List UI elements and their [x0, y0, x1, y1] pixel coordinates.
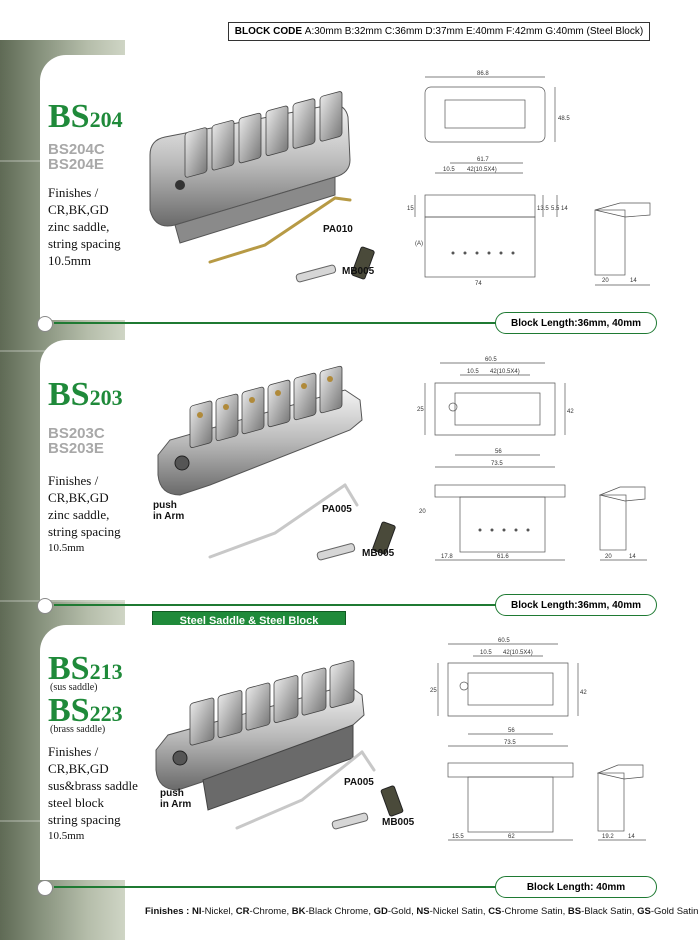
divider-line-1: [54, 322, 496, 324]
binder-hole-2: [37, 598, 53, 614]
block-length-pill-1: Block Length:36mm, 40mm: [495, 312, 657, 334]
dim-side-a: 15: [407, 206, 414, 212]
dim-height: 48.5: [558, 116, 570, 122]
tech-drawing-bs204: 86.8 48.5 61.7 10.5 42(10.5X4) 15 13.5 5…: [407, 71, 651, 287]
description-bs203: Finishes / CR,BK,GD zinc saddle, string …: [48, 473, 121, 554]
description-bs213: Finishes / CR,BK,GD sus&brass saddle ste…: [48, 744, 138, 842]
product-panel-bs204: [40, 55, 660, 320]
dim-block-w2-3: 62: [508, 834, 515, 840]
dim-spacing-b: 42(10.5X4): [467, 167, 497, 173]
bridge-photo-bs213: [155, 660, 365, 811]
dim-block-w: 74: [475, 281, 482, 287]
dim-top-width-3: 60.5: [498, 638, 510, 644]
block-code-label: BLOCK CODE: [234, 26, 303, 37]
dim-block-w2-2: 61.6: [497, 554, 509, 560]
block-code-header: BLOCK CODE A:30mm B:32mm C:36mm D:37mm E…: [228, 22, 650, 41]
dim-side-w2: 14: [630, 278, 637, 284]
block-length-pill-3: Block Length: 40mm: [495, 876, 657, 898]
description-bs204: Finishes / CR,BK,GD zinc saddle, string …: [48, 185, 121, 268]
screw-label-mb005-2: MB005: [362, 548, 395, 559]
model-note-bs223: (brass saddle): [50, 724, 106, 735]
sub-model-bs203e: BS203E: [48, 440, 104, 457]
block-code-values: A:30mm B:32mm C:36mm D:37mm E:40mm F:42m…: [304, 26, 644, 37]
dim-side-w2-3: 14: [628, 834, 635, 840]
dim-side-w2-2: 14: [629, 554, 636, 560]
dim-spacing-a: 10.5: [443, 167, 455, 173]
tech-drawing-bs203: 60.5 10.5 42(10.5X4) 25 42 56 73.5 20 17…: [417, 357, 647, 561]
dim-side-a-2: 20: [419, 509, 426, 515]
dim-side-w1-3: 19.2: [602, 834, 614, 840]
block-length-pill-2: Block Length:36mm, 40mm: [495, 594, 657, 616]
tremolo-arm-pa005-2: [235, 750, 376, 830]
screw-part-mb005-3: [331, 785, 404, 830]
dim-left-h-2: 25: [417, 407, 424, 413]
dim-spacing-a-3: 10.5: [480, 650, 492, 656]
dim-spacing-total: 61.7: [477, 157, 489, 163]
finishes-label: Finishes :: [145, 906, 190, 917]
sub-model-bs204c: BS204C: [48, 141, 105, 158]
bridge-photo-bs204: [149, 91, 351, 244]
bridge-photo-bs203: [157, 365, 363, 496]
dim-block-w1-3: 15.5: [452, 834, 464, 840]
model-title-bs203: BS203: [48, 376, 123, 413]
screw-label-mb005-3: MB005: [382, 817, 415, 828]
screw-label-mb005-1: MB005: [342, 266, 375, 277]
tremolo-arm-pa010: [208, 196, 352, 264]
dim-spacing-b-3: 42(10.5X4): [503, 650, 533, 656]
dim-spacing-a-2: 10.5: [467, 369, 479, 375]
dim-bottom-w-2: 73.5: [491, 461, 503, 467]
dim-right-h-3: 42: [580, 690, 587, 696]
dim-right-h-2: 42: [567, 409, 574, 415]
sub-model-bs203c: BS203C: [48, 425, 105, 442]
dim-block-h: (A): [415, 241, 423, 247]
binder-hole-3: [37, 880, 53, 896]
dim-side-c: 5.5: [551, 206, 560, 212]
dim-side-b: 13.5: [537, 206, 549, 212]
finishes-legend: Finishes : NI-Nickel, CR-Chrome, BK-Blac…: [145, 906, 699, 917]
push-in-arm-label-bs213: push in Arm: [160, 788, 192, 810]
push-in-arm-label-bs203: push in Arm: [153, 500, 185, 522]
divider-line-3: [54, 886, 496, 888]
dim-bottom-w-3: 73.5: [504, 740, 516, 746]
dim-inner-w-3: 56: [508, 728, 515, 734]
arm-label-pa005-1: PA005: [322, 504, 352, 515]
arm-label-pa005-2: PA005: [344, 777, 374, 788]
tech-drawing-bs213: 60.5 10.5 42(10.5X4) 25 42 56 73.5 15.5 …: [430, 638, 646, 841]
model-title-bs213: BS213: [48, 650, 123, 687]
dim-top-width-2: 60.5: [485, 357, 497, 363]
screw-part-mb005-2: [316, 521, 396, 561]
sub-model-bs204e: BS204E: [48, 156, 104, 173]
divider-line-2: [54, 604, 496, 606]
product-panel-bs203: [40, 340, 660, 600]
tremolo-arm-pa005-1: [208, 483, 359, 559]
dim-block-w1-2: 17.8: [441, 554, 453, 560]
screw-part-mb005-1: [295, 246, 375, 283]
arm-label-pa010: PA010: [323, 224, 353, 235]
model-title-bs223: BS223: [48, 692, 123, 729]
model-title-bs204: BS204: [48, 98, 123, 135]
dim-inner-w-2: 56: [495, 449, 502, 455]
dim-top-width: 86.8: [477, 71, 489, 77]
dim-spacing-b-2: 42(10.5X4): [490, 369, 520, 375]
model-note-bs213: (sus saddle): [50, 682, 98, 693]
dim-side-w1: 20: [602, 278, 609, 284]
dim-side-d: 14: [561, 206, 568, 212]
dim-side-w1-2: 20: [605, 554, 612, 560]
binder-hole-1: [37, 316, 53, 332]
dim-left-h-3: 25: [430, 688, 437, 694]
